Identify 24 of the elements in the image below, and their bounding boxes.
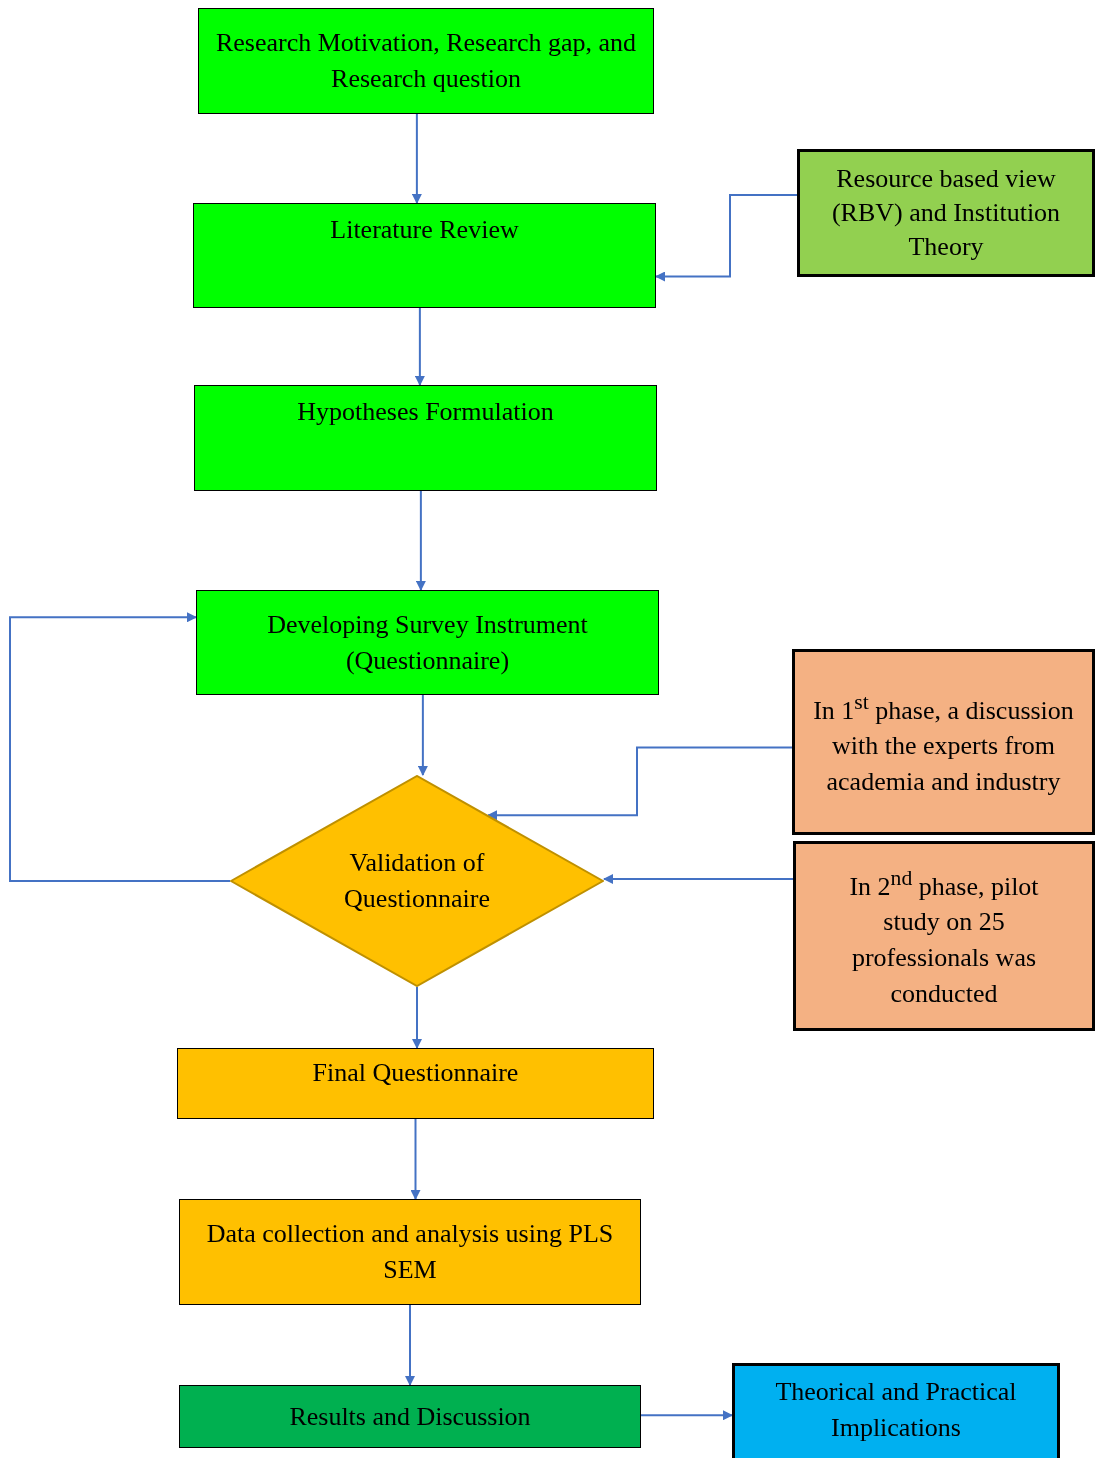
arrow [405,1304,415,1386]
arrow [640,1410,733,1421]
arrow [417,694,428,776]
output-box: Theorical and Practical Implications [732,1363,1060,1458]
note-box: In 2$^{nd}$ phase, pilot study on 25 professionals was conducted [793,841,1095,1031]
process-box: Data collection and analysis using PLS SEM [179,1199,641,1305]
input-box: Resource based view (RBV) and Institution Theory [797,149,1095,277]
arrow [487,746,793,821]
process-box: Research Motivation, Research gap, and Research question [198,8,654,114]
process-box: Results and Discussion [179,1385,641,1448]
process-box: Developing Survey Instrument (Questionnaire) [196,590,659,695]
process-box: Final Questionnaire [177,1048,654,1119]
arrow [415,490,426,591]
arrow [411,113,422,204]
process-box: Literature Review [193,203,656,308]
arrow [603,874,794,884]
decision-diamond: Validation of Questionnaire [230,775,604,987]
note-box: In 1$^{st}$ phase, a discussion with the experts from academia and industry [792,649,1095,835]
arrow [414,307,425,386]
arrow [655,194,798,282]
process-box: Hypotheses Formulation [194,385,657,491]
arrow [410,1118,421,1200]
arrow [9,612,231,882]
arrow [412,986,422,1049]
